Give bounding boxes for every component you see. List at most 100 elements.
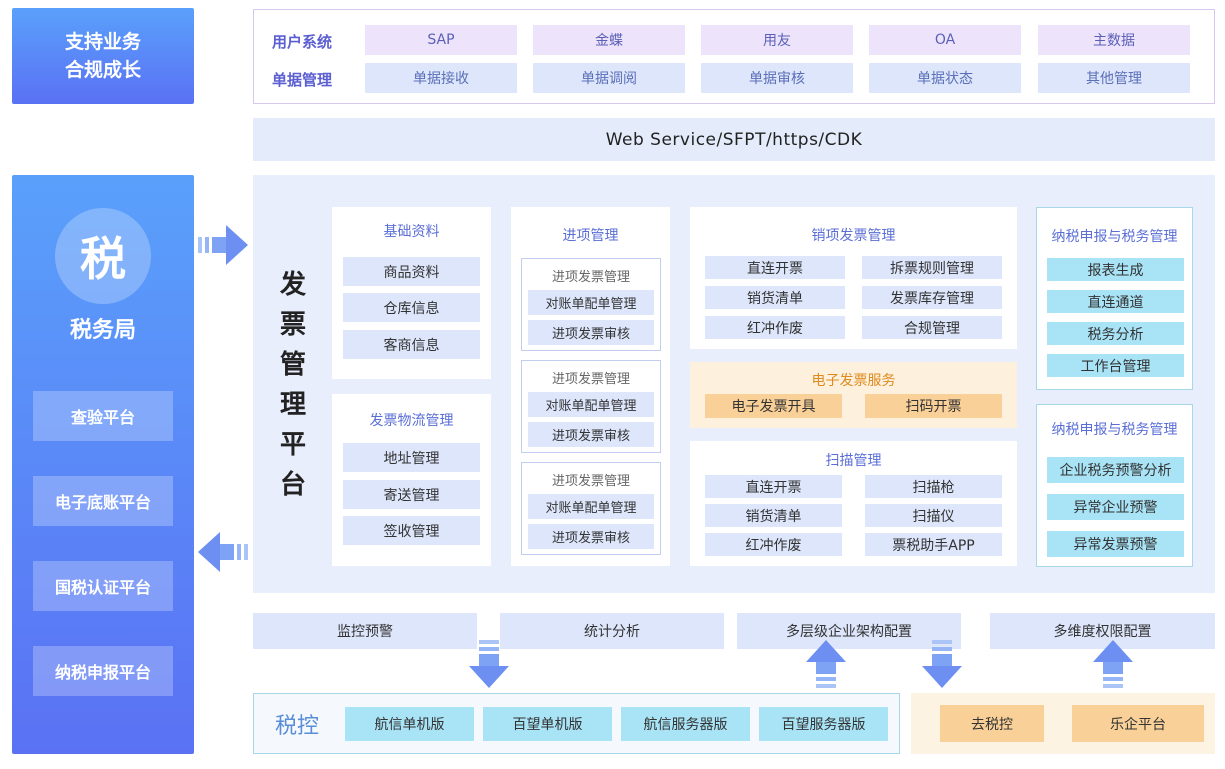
- tax-report-item[interactable]: 工作台管理: [1047, 354, 1184, 377]
- tax-control-item[interactable]: 航信服务器版: [621, 707, 750, 741]
- scan-item[interactable]: 红冲作废: [705, 533, 842, 556]
- input-item[interactable]: 对账单配单管理: [528, 494, 654, 519]
- input-group-title: 进项发票管理: [551, 473, 630, 489]
- scan-item[interactable]: 销货清单: [705, 504, 842, 527]
- input-management-title: 进项管理: [562, 228, 619, 244]
- tax-bureau-title: 税务局: [69, 318, 136, 343]
- sales-invoice-title: 销项发票管理: [811, 228, 896, 244]
- tax-warning-item[interactable]: 异常企业预警: [1047, 494, 1184, 520]
- tax-control-panel: 税控 航信单机版 百望单机版 航信服务器版 百望服务器版: [253, 693, 900, 754]
- tax-logo-char: 税: [80, 232, 126, 286]
- basic-item[interactable]: 商品资料: [343, 257, 480, 286]
- title-char: 台: [279, 470, 306, 500]
- sales-item[interactable]: 合规管理: [862, 316, 1002, 339]
- scan-management-title: 扫描管理: [825, 453, 882, 469]
- tax-warning-item[interactable]: 企业税务预警分析: [1047, 457, 1184, 483]
- sales-item[interactable]: 发票库存管理: [862, 286, 1002, 309]
- user-system-oa[interactable]: OA: [869, 25, 1021, 55]
- user-system-panel: 用户系统 单据管理 SAP 金蝶 用友 OA 主数据 单据接收 单据调阅 单据审…: [253, 9, 1215, 104]
- input-item[interactable]: 进项发票审核: [528, 524, 654, 549]
- title-char: 管: [279, 350, 306, 380]
- basic-item[interactable]: 客商信息: [343, 330, 480, 359]
- arrow-left-icon: [198, 532, 248, 572]
- logistics-item[interactable]: 签收管理: [343, 516, 480, 545]
- input-item[interactable]: 对账单配单管理: [528, 290, 654, 315]
- user-system-master-data[interactable]: 主数据: [1038, 25, 1190, 55]
- user-system-label: 用户系统: [272, 33, 333, 51]
- remove-tax-control-button[interactable]: 去税控: [940, 705, 1044, 742]
- doc-audit[interactable]: 单据审核: [701, 63, 853, 93]
- sales-item[interactable]: 销货清单: [705, 286, 845, 309]
- tax-control-item[interactable]: 航信单机版: [345, 707, 474, 741]
- title-char: 发: [279, 270, 306, 300]
- tax-warning-item[interactable]: 异常发票预警: [1047, 531, 1184, 557]
- e-invoice-service-box: 电子发票服务 电子发票开具 扫码开票: [690, 362, 1017, 428]
- input-management-box: 进项管理 进项发票管理 对账单配单管理 进项发票审核 进项发票管理 对账单配单管…: [511, 207, 670, 566]
- scan-item[interactable]: 扫描仪: [865, 504, 1002, 527]
- basic-info-box: 基础资料 商品资料 仓库信息 客商信息: [332, 207, 491, 379]
- sales-item[interactable]: 拆票规则管理: [862, 256, 1002, 279]
- logistics-item[interactable]: 地址管理: [343, 443, 480, 472]
- tax-report-title-1: 纳税申报与税务管理: [1051, 229, 1178, 245]
- e-invoice-scan[interactable]: 扫码开票: [865, 394, 1002, 418]
- scan-item[interactable]: 票税助手APP: [865, 533, 1002, 556]
- platform-vertical-title: 发 票 管 理 平 台: [273, 265, 313, 505]
- user-system-sap[interactable]: SAP: [365, 25, 517, 55]
- permission-config-bar[interactable]: 多维度权限配置: [990, 613, 1215, 649]
- tax-report-title-2: 纳税申报与税务管理: [1051, 422, 1178, 438]
- tax-control-item[interactable]: 百望服务器版: [759, 707, 888, 741]
- scan-management-box: 扫描管理 直连开票 扫描枪 销货清单 扫描仪 红冲作废 票税助手APP: [690, 441, 1017, 566]
- scan-item[interactable]: 扫描枪: [865, 475, 1002, 498]
- e-invoice-issue[interactable]: 电子发票开具: [705, 394, 842, 418]
- platform-tax-filing[interactable]: 纳税申报平台: [33, 646, 173, 696]
- multi-level-config-bar[interactable]: 多层级企业架构配置: [737, 613, 961, 649]
- tax-report-item[interactable]: 税务分析: [1047, 322, 1184, 345]
- title-char: 票: [279, 310, 306, 340]
- doc-other[interactable]: 其他管理: [1038, 63, 1190, 93]
- logistics-item[interactable]: 寄送管理: [343, 480, 480, 509]
- input-item[interactable]: 对账单配单管理: [528, 392, 654, 417]
- basic-item[interactable]: 仓库信息: [343, 293, 480, 322]
- tax-control-label: 税控: [274, 714, 319, 739]
- user-system-yonyou[interactable]: 用友: [701, 25, 853, 55]
- input-item[interactable]: 进项发票审核: [528, 422, 654, 447]
- arrow-up-icon: [806, 640, 846, 688]
- e-invoice-title: 电子发票服务: [811, 373, 896, 389]
- leqi-platform-button[interactable]: 乐企平台: [1072, 705, 1204, 742]
- tax-report-item[interactable]: 直连通道: [1047, 290, 1184, 313]
- logistics-box: 发票物流管理 地址管理 寄送管理 签收管理: [332, 394, 491, 566]
- support-line2: 合规成长: [64, 59, 141, 81]
- doc-receive[interactable]: 单据接收: [365, 63, 517, 93]
- title-char: 理: [279, 390, 306, 420]
- logistics-title: 发票物流管理: [369, 413, 454, 429]
- support-business-card: 支持业务 合规成长: [12, 8, 194, 104]
- arrow-up-icon: [1093, 640, 1133, 688]
- scan-item[interactable]: 直连开票: [705, 475, 842, 498]
- platform-national-auth[interactable]: 国税认证平台: [33, 561, 173, 611]
- input-group: 进项发票管理 对账单配单管理 进项发票审核: [521, 360, 661, 453]
- sales-item[interactable]: 红冲作废: [705, 316, 845, 339]
- sales-invoice-box: 销项发票管理 直连开票 拆票规则管理 销货清单 发票库存管理 红冲作废 合规管理: [690, 207, 1017, 349]
- arrow-right-icon: [198, 225, 248, 265]
- tax-bureau-card: 税 税务局 查验平台 电子底账平台 国税认证平台 纳税申报平台: [12, 175, 194, 754]
- tax-logo-icon: 税: [55, 208, 151, 304]
- doc-status[interactable]: 单据状态: [869, 63, 1021, 93]
- input-item[interactable]: 进项发票审核: [528, 320, 654, 345]
- tax-report-box-1: 纳税申报与税务管理 报表生成 直连通道 税务分析 工作台管理: [1036, 207, 1193, 390]
- sales-item[interactable]: 直连开票: [705, 256, 845, 279]
- support-line1: 支持业务: [64, 31, 141, 53]
- arrow-down-icon: [922, 640, 962, 688]
- tax-control-item[interactable]: 百望单机版: [483, 707, 612, 741]
- input-group-title: 进项发票管理: [551, 269, 630, 285]
- stats-analysis-bar[interactable]: 统计分析: [500, 613, 724, 649]
- platform-e-ledger[interactable]: 电子底账平台: [33, 476, 173, 526]
- tax-report-item[interactable]: 报表生成: [1047, 258, 1184, 281]
- input-group-title: 进项发票管理: [551, 371, 630, 387]
- arrow-down-icon: [469, 640, 509, 688]
- user-system-kingdee[interactable]: 金蝶: [533, 25, 685, 55]
- doc-lookup[interactable]: 单据调阅: [533, 63, 685, 93]
- monitor-alert-bar[interactable]: 监控预警: [253, 613, 477, 649]
- web-service-bar: Web Service/SFPT/https/CDK: [253, 118, 1215, 161]
- platform-verify[interactable]: 查验平台: [33, 391, 173, 441]
- orange-bottom-panel: 去税控 乐企平台: [911, 693, 1215, 754]
